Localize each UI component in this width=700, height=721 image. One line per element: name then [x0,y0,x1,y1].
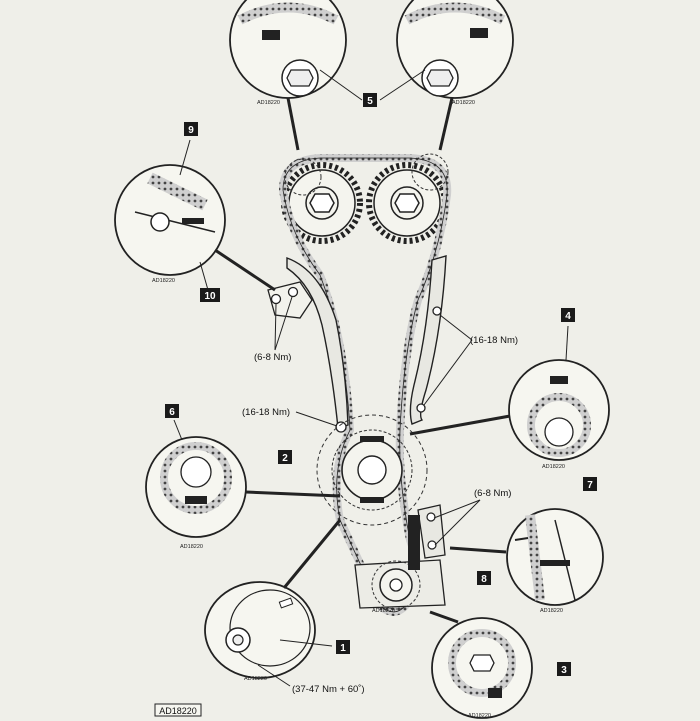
callout-5: 5 [363,93,377,107]
torque-guide-right: (16-18 Nm) [470,335,518,346]
camshaft-sprocket-right [366,162,448,244]
detail-3-tool-label: AD18220 [468,713,491,719]
cam-right-tool-label: AD18220 [452,100,475,106]
svg-text:3: 3 [561,665,567,676]
svg-text:9: 9 [188,125,194,136]
lower-tensioner [408,504,446,570]
crankshaft-sprocket: AD18220 [354,559,446,614]
torque-tensioner-lower: (6-8 Nm) [474,488,511,499]
svg-text:2: 2 [282,453,288,464]
detail-sprocket-marks-4: AD18220 [508,359,610,470]
detail-4-tool-label: AD18220 [542,464,565,470]
detail-crank-marks-3: AD18220 [431,617,533,719]
svg-text:6: 6 [169,407,175,418]
intermediate-sprocket [316,414,428,526]
svg-text:10: 10 [204,291,216,302]
detail-crank-pulley-1: AD18220 [204,581,316,682]
detail-sprocket-marks-6: AD18220 [145,436,247,550]
callout-3: 3 [557,662,571,676]
torque-tensioner-upper: (6-8 Nm) [254,352,291,363]
callout-10: 10 [200,288,220,302]
callout-6: 6 [165,404,179,418]
cam-left-tool-label: AD18220 [257,100,280,106]
crank-sprocket-tool-label: AD18220 [372,608,395,614]
callout-7: 7 [583,477,597,491]
callout-8: 8 [477,571,491,585]
callout-1: 1 [336,640,350,654]
detail-cam-lock-left: AD18220 [229,0,347,106]
torque-guide-left-lower: (16-18 Nm) [242,407,290,418]
svg-text:AD18220: AD18220 [159,706,197,716]
chain-tensioner-arm [267,256,349,433]
svg-text:5: 5 [367,96,373,107]
callout-4: 4 [561,308,575,322]
callout-2: 2 [278,450,292,464]
svg-text:4: 4 [565,311,571,322]
detail-cam-lock-right: AD18220 [396,0,514,106]
svg-text:1: 1 [340,643,346,654]
document-reference: AD18220 [154,703,202,717]
svg-text:7: 7 [587,480,593,491]
callout-9: 9 [184,122,198,136]
detail-tensioner-lock: AD18220 [114,164,226,284]
detail-lower-tensioner-lock: AD18220 [506,508,604,614]
svg-text:8: 8 [481,574,487,585]
detail-6-tool-label: AD18220 [180,544,203,550]
torque-crank-bolt: (37-47 Nm + 60˚) [292,684,365,695]
camshaft-sprocket-left [281,162,363,244]
detail-1-tool-label: AD18220 [244,676,267,682]
chain-guide-right [409,255,447,425]
detail-9-tool-label: AD18220 [152,278,175,284]
detail-7-tool-label: AD18220 [540,608,563,614]
